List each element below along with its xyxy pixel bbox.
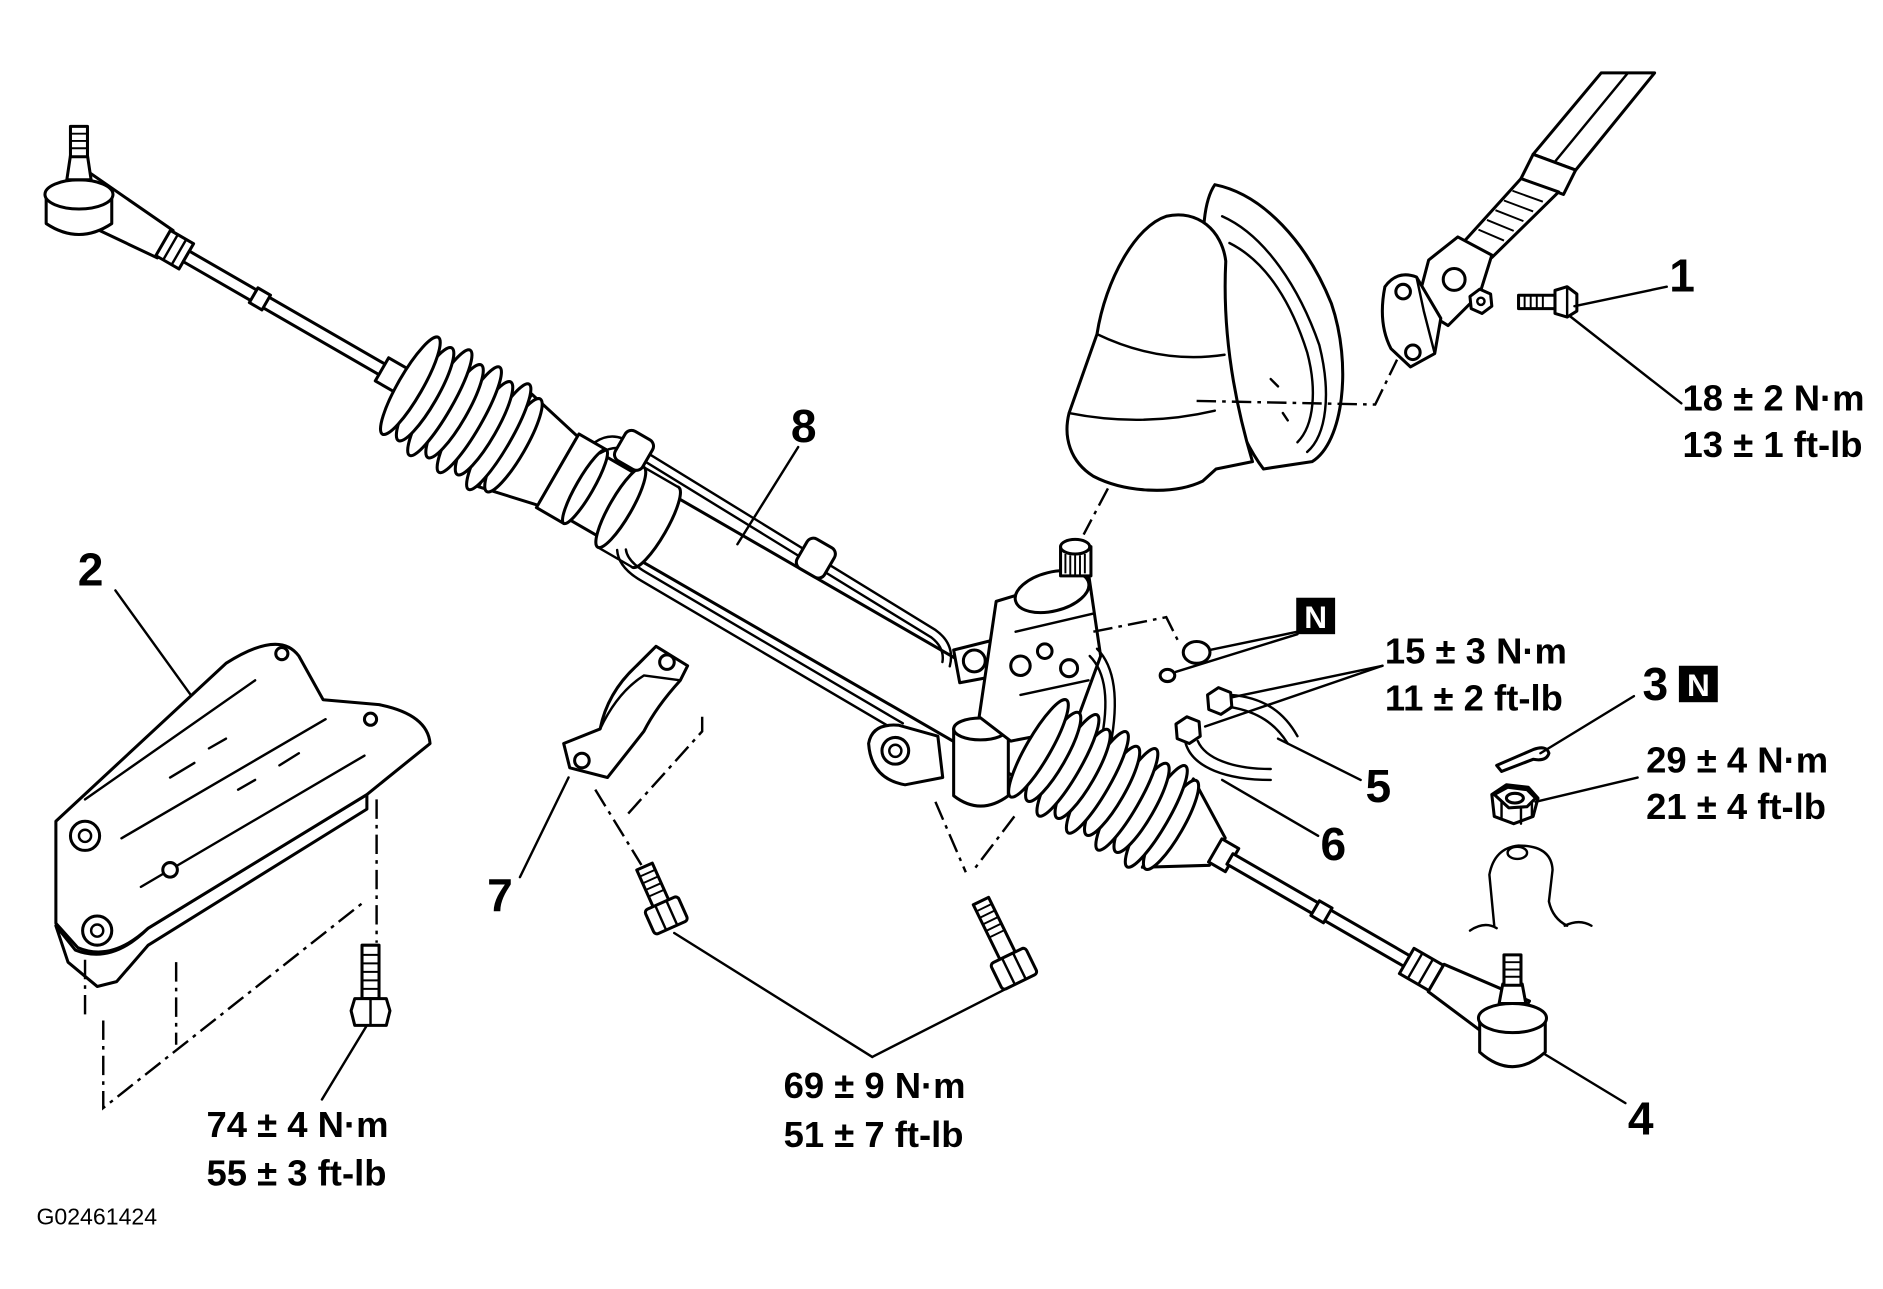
right-tie-rod-end xyxy=(1476,953,1549,1068)
o-ring-small xyxy=(1158,667,1177,684)
torque-fittings-metric: 15 ± 3 N·m xyxy=(1385,630,1567,671)
return-pipe-fitting xyxy=(1174,715,1272,782)
torque-item2-imperial: 55 ± 3 ft-lb xyxy=(207,1153,387,1194)
rack-left-section xyxy=(61,169,1057,781)
figure-code: G02461424 xyxy=(36,1204,157,1230)
callout-1: 1 xyxy=(1669,250,1695,302)
replace-part-badge-cotter-pin: N xyxy=(1678,665,1718,703)
callout-3: 3 xyxy=(1642,658,1668,710)
left-tie-rod-end xyxy=(43,124,115,236)
torque-fittings-imperial: 11 ± 2 ft-lb xyxy=(1385,678,1563,719)
rack-support-plate xyxy=(54,642,432,988)
torque-item3-imperial: 21 ± 4 ft-lb xyxy=(1646,786,1826,827)
plate-hole xyxy=(161,861,179,879)
badge-n-text: N xyxy=(1687,667,1710,703)
callout-5: 5 xyxy=(1365,760,1391,812)
torque-item2-metric: 74 ± 4 N·m xyxy=(207,1104,389,1145)
rack-mounting-clamp xyxy=(562,644,690,780)
torque-item3-metric: 29 ± 4 N·m xyxy=(1646,740,1828,781)
badge-n-text: N xyxy=(1304,599,1327,635)
callout-7: 7 xyxy=(487,869,513,921)
replace-part-badge-orings: N xyxy=(1296,597,1336,635)
castle-nut xyxy=(1490,783,1540,826)
steering-knuckle-arm xyxy=(1468,844,1593,932)
shaft-clamp-nut xyxy=(1468,287,1494,315)
plate-hole xyxy=(362,711,379,727)
callout-8: 8 xyxy=(791,400,817,452)
clamp-mount-bolt xyxy=(635,861,689,936)
hydraulic-pipes xyxy=(594,428,953,733)
leader-lines xyxy=(114,285,1683,1105)
shaft-clamp-bolt xyxy=(1517,285,1579,319)
housing-mount-bolt xyxy=(971,895,1039,991)
torque-item1-imperial: 13 ± 1 ft-lb xyxy=(1683,424,1863,465)
callout-4: 4 xyxy=(1628,1093,1654,1145)
torque-mount-bolts-imperial: 51 ± 7 ft-lb xyxy=(784,1114,964,1155)
clamp-hole xyxy=(658,653,676,671)
left-tie-rod xyxy=(181,249,393,380)
pipe-clip xyxy=(612,428,656,472)
valve-port xyxy=(1035,642,1054,660)
plate-bolt xyxy=(349,943,392,1027)
valve-port xyxy=(1059,658,1080,679)
steering-shaft xyxy=(1461,71,1657,260)
callout-6: 6 xyxy=(1321,818,1347,870)
universal-joint xyxy=(1380,235,1494,369)
rack-right-section xyxy=(1007,698,1531,1049)
pinion-dust-cover xyxy=(1065,183,1345,492)
pinion-valve-housing xyxy=(867,537,1116,808)
plate-hole xyxy=(68,819,102,852)
right-rack-boot xyxy=(1007,698,1241,874)
callout-2: 2 xyxy=(78,544,104,596)
valve-port xyxy=(1009,654,1032,677)
torque-item1-metric: 18 ± 2 N·m xyxy=(1683,378,1865,419)
left-rack-boot xyxy=(373,335,582,508)
plate-hole xyxy=(81,914,114,947)
alignment-lines xyxy=(83,359,1399,1111)
pressure-pipe-fitting xyxy=(1206,686,1299,745)
o-ring-large xyxy=(1181,639,1212,665)
plate-hole xyxy=(274,646,290,662)
torque-mount-bolts-metric: 69 ± 9 N·m xyxy=(784,1065,966,1106)
pipe-clip xyxy=(794,536,837,580)
rack-housing xyxy=(534,432,1057,781)
clamp-hole xyxy=(573,751,591,770)
cotter-pin xyxy=(1495,746,1551,773)
